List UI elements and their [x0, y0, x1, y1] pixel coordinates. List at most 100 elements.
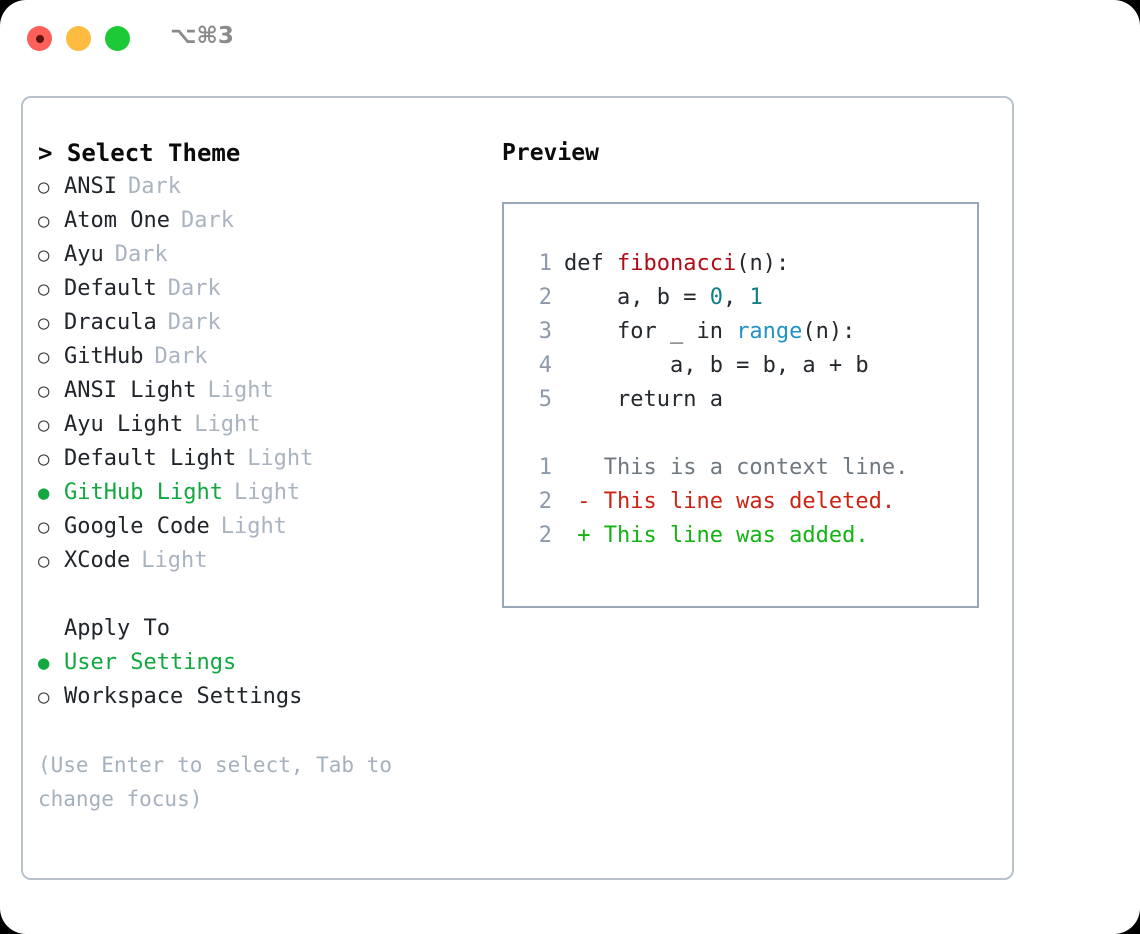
apply-to-title: Apply To	[64, 616, 170, 641]
code-token-plain: a, b = b, a + b	[564, 353, 869, 378]
code-line: 5 return a	[520, 383, 977, 417]
radio-unselected-icon: ○	[38, 346, 50, 368]
radio-unselected-icon: ○	[38, 312, 50, 334]
radio-unselected-icon: ○	[38, 686, 50, 708]
diff-line-content: + This line was added.	[564, 523, 869, 548]
code-line: 1 def fibonacci(n):	[520, 247, 977, 281]
code-token-num: 1	[749, 285, 763, 310]
theme-name: Default	[64, 276, 157, 301]
diff-line-content: - This line was deleted.	[564, 489, 896, 514]
code-line-content: for _ in range(n):	[564, 315, 855, 349]
line-number: 1	[538, 251, 552, 276]
theme-list-item[interactable]: ○ XCode Light	[38, 544, 478, 578]
theme-variant-badge: Dark	[127, 174, 181, 199]
code-line-content: return a	[564, 383, 723, 417]
window-controls	[27, 26, 130, 51]
apply-to-heading: Apply To	[38, 612, 478, 646]
theme-name: GitHub Light	[64, 480, 223, 505]
minimize-button[interactable]	[66, 26, 91, 51]
code-token-plain: (n):	[736, 251, 790, 276]
radio-unselected-icon: ○	[38, 516, 50, 538]
theme-list-item[interactable]: ● GitHub Light Light	[38, 476, 478, 510]
theme-variant-badge: Light	[207, 378, 274, 403]
code-token-plain: a, b =	[564, 285, 710, 310]
code-line-content: a, b = b, a + b	[564, 349, 869, 383]
theme-variant-badge: Dark	[167, 276, 221, 301]
theme-list-item[interactable]: ○ Default Dark	[38, 272, 478, 306]
list-spacer	[38, 578, 478, 612]
apply-to-label: User Settings	[64, 650, 237, 675]
maximize-button[interactable]	[105, 26, 130, 51]
page-title: Select Theme	[66, 139, 241, 167]
theme-list-item[interactable]: ○ GitHub Dark	[38, 340, 478, 374]
theme-variant-badge: Light	[141, 548, 208, 573]
title-bar: ⌥⌘3	[0, 0, 1140, 78]
theme-list-item[interactable]: ○ ANSI Light Light	[38, 374, 478, 408]
line-number: 4	[538, 353, 552, 378]
code-token-plain: ,	[722, 285, 750, 310]
theme-name: GitHub	[64, 344, 144, 369]
radio-unselected-icon: ○	[38, 278, 50, 300]
code-token-plain: for _ in	[564, 319, 737, 344]
radio-unselected-icon: ○	[38, 210, 50, 232]
code-line-content: a, b = 0, 1	[564, 281, 763, 315]
radio-unselected-icon: ○	[38, 244, 50, 266]
diff-line-content: This is a context line.	[564, 455, 909, 480]
code-line: 2 a, b = 0, 1	[520, 281, 977, 315]
theme-name: Atom One	[64, 208, 170, 233]
apply-to-item[interactable]: ● User Settings	[38, 646, 478, 680]
code-token-call: range	[736, 319, 803, 344]
theme-name: XCode	[64, 548, 131, 573]
code-token-fn: fibonacci	[616, 251, 737, 276]
theme-variant-badge: Dark	[154, 344, 208, 369]
line-number: 2	[538, 285, 552, 310]
close-button[interactable]	[27, 26, 52, 51]
code-token-plain: def	[564, 251, 617, 276]
radio-unselected-icon: ○	[38, 550, 50, 572]
theme-name: ANSI	[64, 174, 117, 199]
line-number: 2	[538, 523, 552, 548]
theme-name: Google Code	[64, 514, 210, 539]
theme-variant-badge: Light	[220, 514, 287, 539]
line-number: 5	[538, 387, 552, 412]
diff-line-ctx: 1 This is a context line.	[520, 451, 977, 485]
radio-selected-icon: ●	[38, 482, 50, 504]
code-token-num: 0	[709, 285, 723, 310]
theme-variant-badge: Dark	[180, 208, 234, 233]
theme-list-item[interactable]: ○ Google Code Light	[38, 510, 478, 544]
apply-to-list: ● User Settings ○ Workspace Settings	[38, 646, 478, 714]
prompt-marker: >	[38, 139, 53, 167]
line-number: 3	[538, 319, 552, 344]
radio-selected-icon: ●	[38, 652, 50, 674]
theme-variant-badge: Dark	[114, 242, 168, 267]
radio-unselected-icon: ○	[38, 380, 50, 402]
theme-list-item[interactable]: ○ Atom One Dark	[38, 204, 478, 238]
line-number: 2	[538, 489, 552, 514]
theme-variant-badge: Light	[233, 480, 301, 505]
line-number: 1	[538, 455, 552, 480]
code-line-content: def fibonacci(n):	[564, 247, 789, 281]
apply-to-item[interactable]: ○ Workspace Settings	[38, 680, 478, 714]
theme-name: ANSI Light	[64, 378, 197, 403]
theme-variant-badge: Light	[194, 412, 261, 437]
radio-unselected-icon: ○	[38, 414, 50, 436]
apply-to-label: Workspace Settings	[64, 684, 303, 709]
keyboard-hint: (Use Enter to select, Tab to change focu…	[38, 753, 393, 811]
select-theme-heading: > Select Theme	[38, 136, 478, 170]
code-token-plain: return a	[564, 387, 723, 412]
diff-line-add: 2 + This line was added.	[520, 519, 977, 553]
theme-name: Dracula	[64, 310, 157, 335]
diff-sample: 1 This is a context line. 2 - This line w…	[520, 451, 977, 553]
keyboard-shortcut-label: ⌥⌘3	[170, 23, 234, 49]
